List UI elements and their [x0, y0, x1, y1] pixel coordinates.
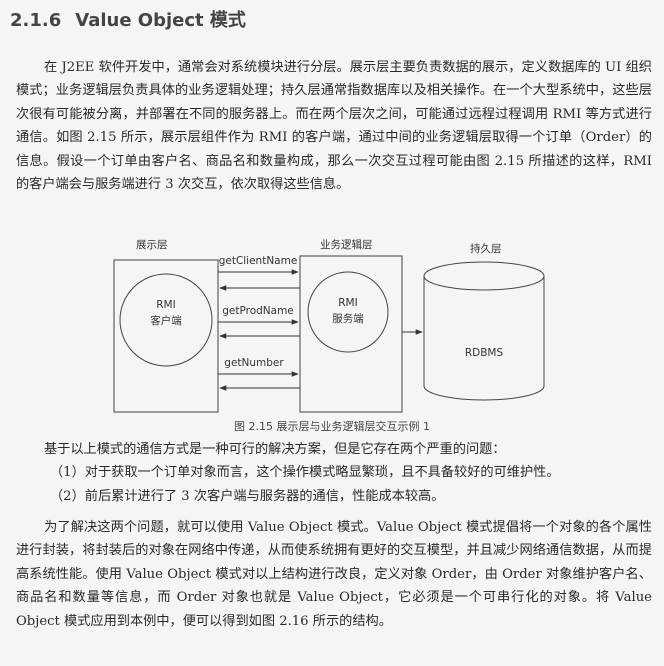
server-line2: 服务端 — [332, 312, 364, 325]
database-cylinder-body — [423, 276, 545, 401]
layer-persistence-label: 持久层 — [470, 242, 502, 255]
paragraph-intro-text: 在 J2EE 软件开发中，通常会对系统模块进行分层。展示层主要负责数据的展示，定… — [16, 60, 652, 193]
section-title: Value Object 模式 — [75, 10, 246, 31]
layer-business-label: 业务逻辑层 — [320, 238, 373, 251]
call-get-client-name: getClientName — [219, 255, 298, 267]
business-box — [299, 255, 403, 413]
paragraph-problems: 基于以上模式的通信方式是一种可行的解决方案，但是它存在两个严重的问题： （1）对… — [16, 438, 652, 508]
database-label: RDBMS — [465, 347, 504, 359]
figure-caption: 图 2.15 展示层与业务逻辑层交互示例 1 — [234, 420, 430, 433]
presentation-box — [113, 259, 219, 413]
problem-item-2: （2）前后累计进行了 3 次客户端与服务器的通信，性能成本较高。 — [50, 488, 445, 504]
paragraph-solution-text: 为了解决这两个问题，就可以使用 Value Object 模式。Value Ob… — [16, 520, 652, 629]
server-line1: RMI — [338, 297, 357, 309]
client-line2: 客户端 — [150, 314, 182, 327]
layer-presentation-label: 展示层 — [136, 239, 168, 251]
paragraph-problems-intro: 基于以上模式的通信方式是一种可行的解决方案，但是它存在两个严重的问题： — [44, 442, 506, 457]
call-get-prod-name: getProdName — [222, 305, 294, 317]
client-circle — [119, 273, 213, 367]
section-number: 2.1.6 — [10, 10, 62, 31]
database-cylinder-top — [423, 261, 545, 291]
interaction-diagram: 展示层 RMI 客户端 业务逻辑层 RMI 服务端 持久层 RDBMS getC… — [113, 238, 545, 413]
client-line1: RMI — [156, 299, 175, 311]
problem-item-1: （1）对于获取一个订单对象而言，这个操作模式略显繁琐，且不具备较好的可维护性。 — [50, 465, 560, 481]
paragraph-solution: 为了解决这两个问题，就可以使用 Value Object 模式。Value Ob… — [16, 516, 652, 633]
paragraph-intro: 在 J2EE 软件开发中，通常会对系统模块进行分层。展示层主要负责数据的展示，定… — [16, 56, 652, 196]
server-circle — [307, 271, 389, 353]
section-heading: 2.1.6 Value Object 模式 — [10, 6, 246, 32]
figure-2-15: 展示层 RMI 客户端 业务逻辑层 RMI 服务端 持久层 RDBMS getC… — [108, 236, 548, 436]
call-get-number: getNumber — [224, 357, 284, 369]
